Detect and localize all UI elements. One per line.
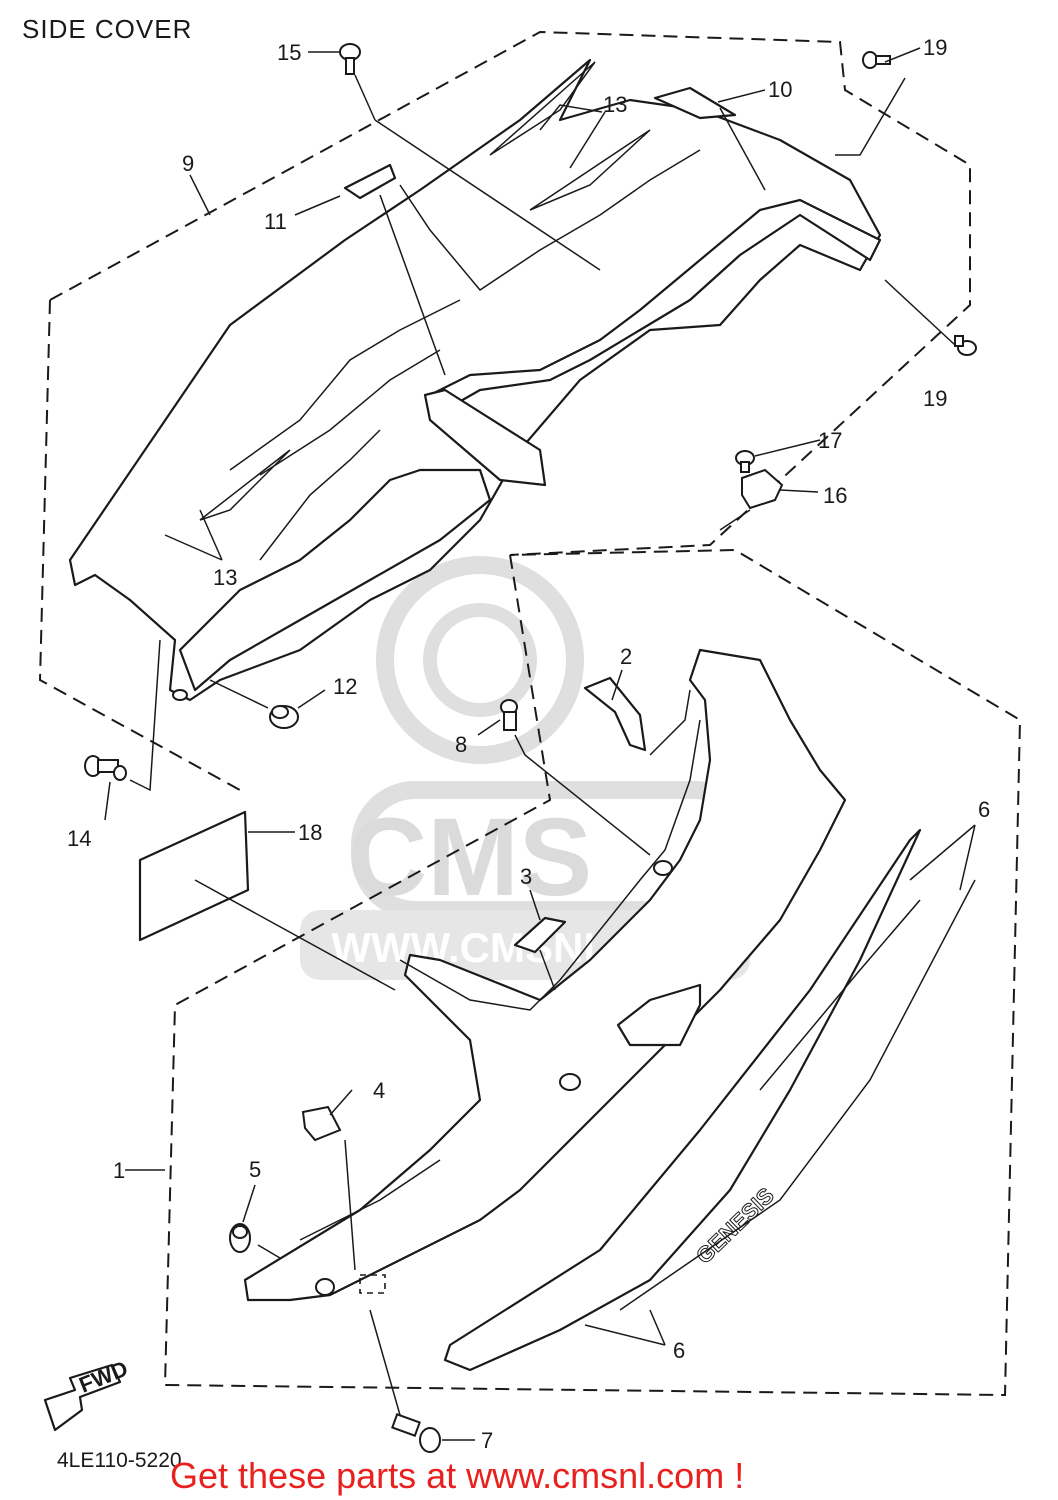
grommet-12-icon (269, 705, 299, 729)
screw-19-top-icon (862, 51, 891, 69)
callout-12: 12 (333, 674, 357, 699)
callout-14: 14 (67, 826, 91, 851)
callout-6a: 6 (978, 797, 990, 822)
callout-2: 2 (620, 644, 632, 669)
callout-3: 3 (520, 864, 532, 889)
damper-4-icon (301, 1105, 342, 1142)
callout-5: 5 (249, 1157, 261, 1182)
screw-8-icon (500, 699, 518, 731)
label-plate-18 (138, 810, 250, 942)
callout-1: 1 (113, 1158, 125, 1183)
callout-6b: 6 (673, 1338, 685, 1363)
nut-clip-16-icon (741, 468, 784, 510)
callout-4: 4 (373, 1078, 385, 1103)
grommet-5-icon (229, 1223, 251, 1253)
upper-group-boundary-left (38, 299, 241, 791)
callout-19b: 19 (923, 386, 947, 411)
damper-position-marker (359, 1274, 386, 1294)
diagram-title: SIDE COVER (22, 14, 192, 44)
lower-group-boundary (163, 548, 1022, 1397)
leader-lines (104, 47, 976, 1441)
diagram-code: 4LE110-5220 (57, 1449, 182, 1472)
footer-link-text[interactable]: Get these parts at www.cmsnl.com ! (170, 1455, 744, 1496)
collar-bolt-7-icon (391, 1413, 441, 1453)
fwd-arrow-label: FWD (76, 1356, 132, 1398)
callout-9: 9 (182, 151, 194, 176)
screw-19-bottom-icon (954, 335, 977, 356)
screw-15-icon (339, 43, 361, 75)
callout-13a: 13 (603, 92, 627, 117)
callout-13b: 13 (213, 565, 237, 590)
upper-side-cover (68, 58, 882, 702)
collar-bolt-14-icon (84, 755, 127, 781)
fwd-arrow-icon: FWD (43, 1356, 132, 1432)
callout-19a: 19 (923, 35, 947, 60)
callout-17: 17 (818, 428, 842, 453)
watermark-logo-text: CMS (348, 796, 592, 919)
callout-8: 8 (455, 732, 467, 757)
screw-17-icon (735, 450, 755, 473)
callout-16: 16 (823, 483, 847, 508)
callout-labels: 1 2 3 4 5 6 6 7 8 9 10 11 12 13 13 14 15… (67, 35, 990, 1453)
callout-15: 15 (277, 40, 301, 65)
callout-7: 7 (481, 1428, 493, 1453)
callout-18: 18 (298, 820, 322, 845)
callout-11: 11 (264, 209, 287, 234)
callout-10: 10 (768, 77, 792, 102)
